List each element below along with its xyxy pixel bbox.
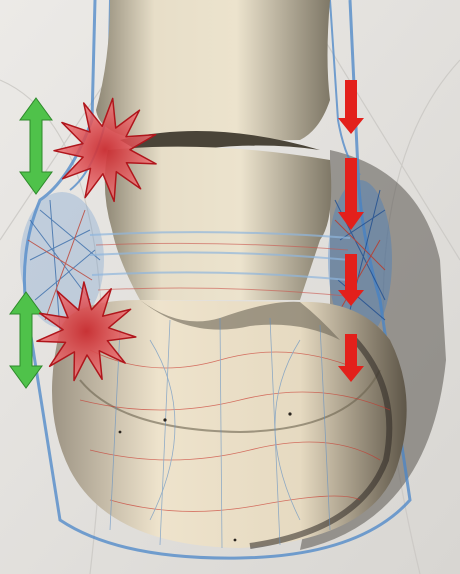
short-pastern-bone [105, 147, 331, 300]
